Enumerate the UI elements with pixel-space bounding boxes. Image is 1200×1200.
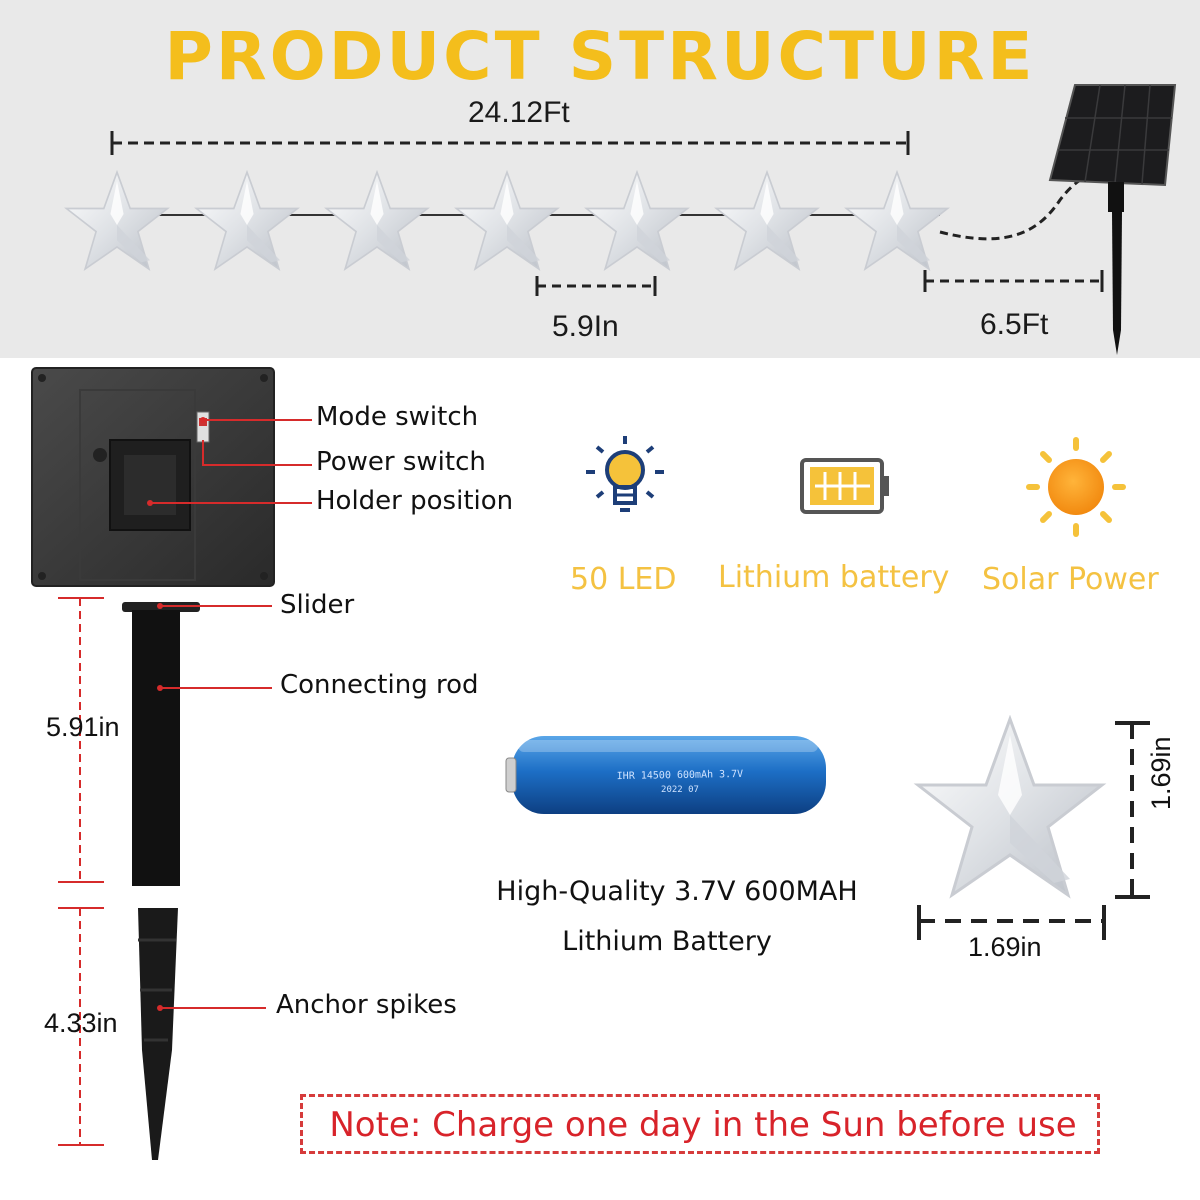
star-spacing-dimension	[535, 276, 657, 296]
sun-icon	[1026, 437, 1126, 537]
bulb-icon	[586, 436, 664, 512]
stake-image	[122, 602, 200, 1160]
lead-cable	[939, 168, 1096, 241]
lead-cable-dimension	[923, 270, 1104, 292]
star-light	[195, 171, 299, 270]
star-lights-row	[65, 171, 949, 270]
power-switch-label: Power switch	[316, 447, 486, 477]
panel-back-image	[31, 367, 275, 587]
panel-pointers	[147, 417, 312, 506]
solar-panel-image	[1048, 84, 1177, 355]
star-light	[715, 171, 819, 270]
feature-led-label: 50 LED	[570, 562, 677, 597]
slider-label: Slider	[280, 590, 355, 620]
battery-caption-line1: High-Quality 3.7V 600MAH	[496, 876, 858, 907]
rod-length-label: 5.91in	[46, 712, 120, 742]
anchor-spikes-label: Anchor spikes	[276, 990, 457, 1020]
star-light	[845, 171, 949, 270]
feature-battery-label: Lithium battery	[718, 560, 950, 595]
battery-image: IHR 14500 600mAh 3.7V 2022 07	[505, 736, 826, 814]
star-light	[65, 171, 169, 270]
note-text: Note: Charge one day in the Sun before u…	[329, 1105, 1077, 1145]
battery-caption-line2: Lithium Battery	[562, 926, 772, 957]
page-title: PRODUCT STRUCTURE	[164, 18, 1036, 95]
stake-pointers	[157, 603, 272, 1011]
string-length-dimension	[110, 131, 910, 155]
star-light	[585, 171, 689, 270]
star-size-dimensions	[917, 721, 1150, 940]
star-width-label: 1.69in	[968, 932, 1042, 962]
spike-length-label: 4.33in	[44, 1008, 118, 1038]
stake-dimensions	[58, 597, 104, 1146]
note-box: Note: Charge one day in the Sun before u…	[300, 1094, 1100, 1154]
battery-print: IHR 14500 600mAh 3.7V	[617, 769, 744, 782]
connecting-rod-label: Connecting rod	[280, 670, 479, 700]
top-band	[0, 0, 1200, 358]
battery-print-2: 2022 07	[661, 785, 699, 795]
holder-position-label: Holder position	[316, 486, 514, 516]
star-light	[325, 171, 429, 270]
string-length-label: 24.12Ft	[468, 96, 570, 129]
lead-cable-label: 6.5Ft	[980, 308, 1049, 341]
star-height-label: 1.69in	[1146, 736, 1176, 810]
mode-switch-label: Mode switch	[316, 402, 479, 432]
star-spacing-label: 5.9In	[552, 310, 619, 343]
feature-solar-label: Solar Power	[982, 562, 1159, 597]
star-detail-image	[916, 717, 1104, 897]
star-light	[455, 171, 559, 270]
battery-icon	[800, 458, 889, 514]
